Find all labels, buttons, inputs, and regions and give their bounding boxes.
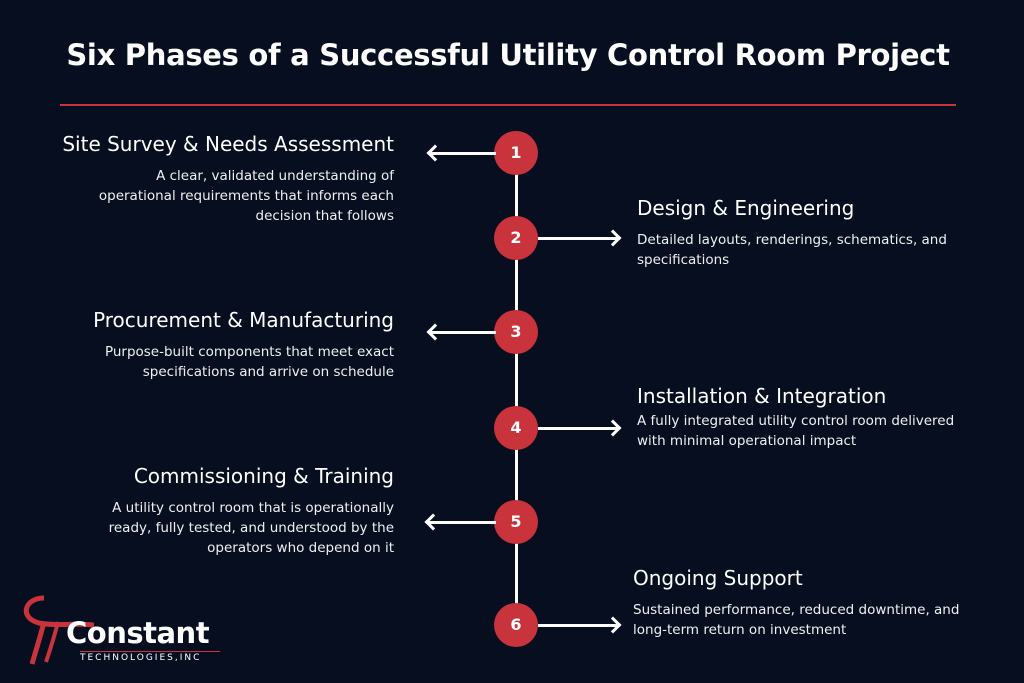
arrow-right-icon xyxy=(538,427,618,430)
phase-6: Ongoing Support Sustained performance, r… xyxy=(633,566,1024,640)
phase-2-marker: 2 xyxy=(494,216,538,260)
arrow-left-icon xyxy=(430,152,496,155)
phase-desc: Detailed layouts, renderings, schematics… xyxy=(637,232,947,268)
company-logo: Constant TECHNOLOGIES,INC xyxy=(14,588,224,668)
phase-title: Installation & Integration xyxy=(637,384,887,408)
phase-title: Commissioning & Training xyxy=(133,464,394,488)
arrow-right-icon xyxy=(538,624,618,627)
logo-swoosh-icon xyxy=(24,595,94,665)
phase-title: Site Survey & Needs Assessment xyxy=(62,132,394,156)
phase-2: Design & Engineering Detailed layouts, r… xyxy=(637,196,1024,270)
phase-3-marker: 3 xyxy=(494,310,538,354)
timeline-line xyxy=(515,153,518,625)
phase-title: Procurement & Manufacturing xyxy=(93,308,394,332)
logo-subtitle: TECHNOLOGIES,INC xyxy=(80,651,220,663)
phase-3: Procurement & Manufacturing Purpose-buil… xyxy=(0,308,394,382)
phase-4-marker: 4 xyxy=(494,406,538,450)
phase-desc: A fully integrated utility control room … xyxy=(637,413,955,449)
phase-5-marker: 5 xyxy=(494,500,538,544)
phase-5: Commissioning & Training A utility contr… xyxy=(0,464,394,558)
arrow-left-icon xyxy=(428,521,496,524)
page-title: Six Phases of a Successful Utility Contr… xyxy=(66,38,950,72)
phase-desc: A clear, validated understanding of oper… xyxy=(98,168,394,224)
arrow-left-icon xyxy=(430,331,496,334)
phase-1-marker: 1 xyxy=(494,131,538,175)
phase-desc: Purpose-built components that meet exact… xyxy=(104,344,394,380)
phase-desc: Sustained performance, reduced downtime,… xyxy=(633,602,960,638)
logo-name: Constant xyxy=(66,616,210,650)
phase-desc: A utility control room that is operation… xyxy=(108,500,394,556)
phase-6-marker: 6 xyxy=(494,603,538,647)
phase-4: Installation & Integration A fully integ… xyxy=(637,384,1024,451)
title-divider xyxy=(60,104,956,106)
arrow-right-icon xyxy=(538,237,618,240)
phase-title: Design & Engineering xyxy=(637,196,855,220)
phase-title: Ongoing Support xyxy=(633,566,803,590)
phase-1: Site Survey & Needs Assessment A clear, … xyxy=(0,132,394,226)
